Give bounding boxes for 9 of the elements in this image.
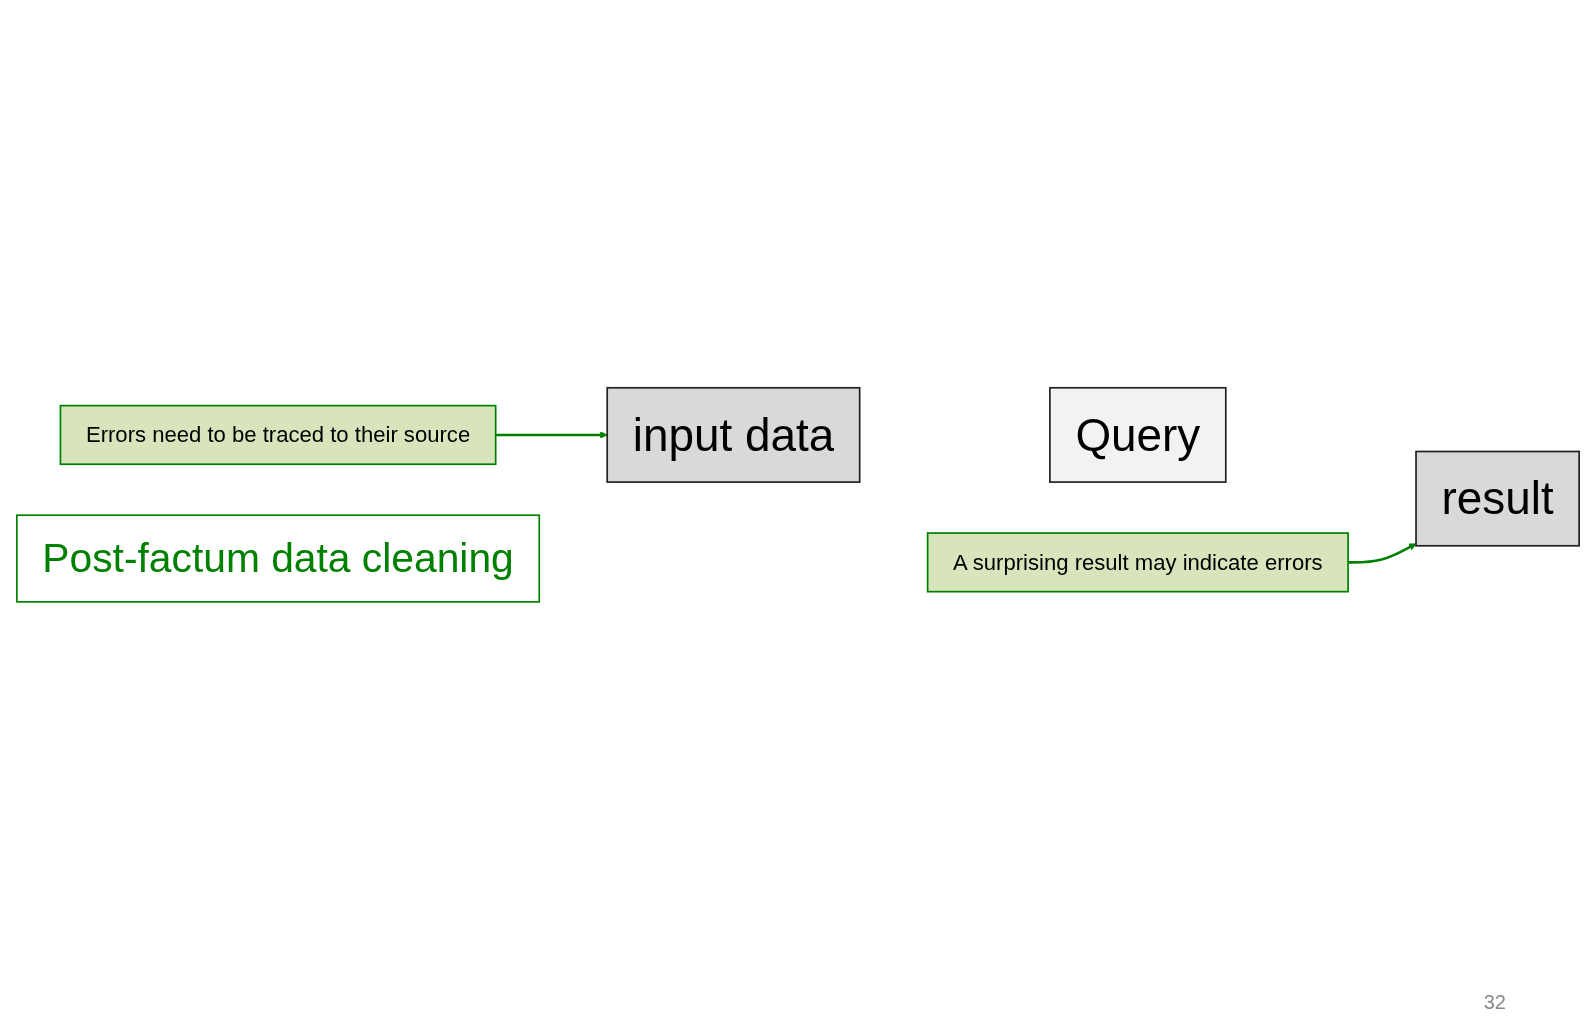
arrow xyxy=(495,431,608,439)
node-box: A surprising result may indicate errors xyxy=(926,532,1349,593)
arrow xyxy=(1348,543,1417,564)
node-box: Query xyxy=(1049,387,1227,484)
page-number: 32 xyxy=(1483,991,1506,1013)
node-box: input data xyxy=(606,387,861,484)
node-box: Errors need to be traced to their source xyxy=(59,404,497,466)
node-box: result xyxy=(1415,450,1580,547)
node-box: Post-factum data cleaning xyxy=(16,514,541,603)
